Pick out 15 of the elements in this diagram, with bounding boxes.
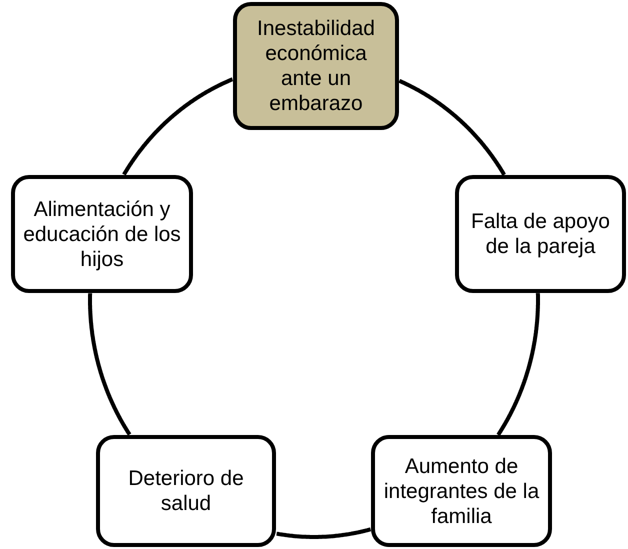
connector-arc: [122, 77, 234, 176]
rounded-box: [455, 175, 626, 293]
connector-arc: [398, 78, 506, 176]
rounded-box: [233, 2, 399, 130]
connector-arc: [496, 292, 540, 436]
rounded-box: [371, 435, 552, 547]
box-text: Falta de apoyo de la pareja: [470, 209, 611, 259]
connector-arc: [88, 292, 132, 436]
connector-arc: [275, 527, 372, 539]
box-text: Inestabilidad económica ante un embarazo: [256, 16, 376, 116]
box-text: Aumento de integrantes de la familia: [383, 454, 540, 528]
box-text: Deterioro de salud: [127, 466, 245, 516]
box-text: Alimentación y educación de los hijos: [23, 196, 181, 272]
rounded-box: [96, 435, 276, 547]
rounded-box: [11, 175, 193, 293]
